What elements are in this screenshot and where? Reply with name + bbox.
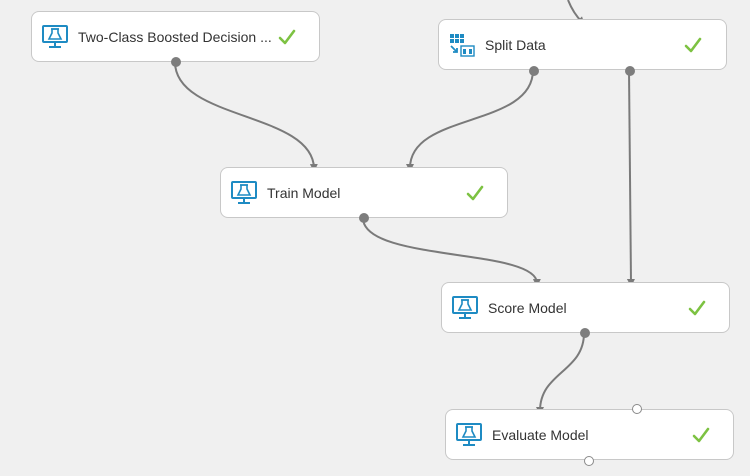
wire-boosted-to-train [174, 61, 318, 172]
output-port-right[interactable] [625, 66, 635, 76]
wire-split-to-score [626, 69, 635, 287]
module-label: Score Model [488, 300, 567, 316]
module-label: Evaluate Model [492, 427, 589, 443]
output-port-left[interactable] [529, 66, 539, 76]
check-icon [277, 27, 297, 47]
check-icon [683, 35, 703, 55]
flask-monitor-icon [230, 180, 258, 206]
check-icon [687, 298, 707, 318]
module-label: Train Model [267, 185, 341, 201]
module-label: Split Data [485, 37, 546, 53]
module-evaluate-model[interactable]: Evaluate Model [445, 404, 734, 466]
wire-split-to-train [406, 69, 534, 172]
check-icon [691, 425, 711, 445]
check-icon [465, 183, 485, 203]
output-port[interactable] [584, 456, 594, 466]
output-port[interactable] [359, 213, 369, 223]
module-label: Two-Class Boosted Decision ... [78, 29, 272, 45]
module-score-model[interactable]: Score Model [441, 282, 730, 338]
module-train-model[interactable]: Train Model [220, 167, 508, 223]
input-port-right[interactable] [632, 404, 642, 414]
flask-monitor-icon [41, 24, 69, 50]
module-two-class-boosted-decision-tree[interactable]: Two-Class Boosted Decision ... [31, 11, 320, 67]
wire-score-to-evaluate [536, 332, 585, 415]
flask-monitor-icon [455, 422, 483, 448]
flask-monitor-icon [451, 295, 479, 321]
output-port[interactable] [580, 328, 590, 338]
module-split-data[interactable]: Split Data [438, 19, 727, 76]
output-port[interactable] [171, 57, 181, 67]
wire-train-to-score [362, 217, 541, 287]
split-data-icon [448, 32, 476, 58]
